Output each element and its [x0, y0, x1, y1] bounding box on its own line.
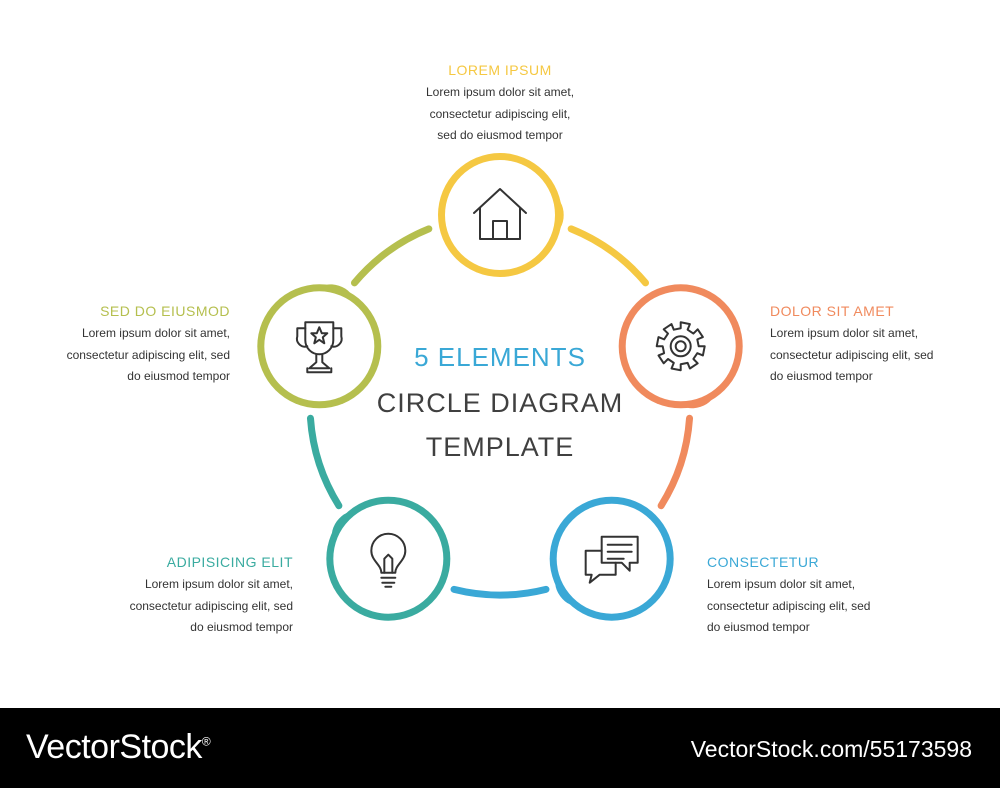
vectorstock-logo: VectorStock® [26, 728, 211, 767]
center-title: CIRCLE DIAGRAM [376, 388, 624, 418]
element-text-line: Lorem ipsum dolor sit amet, [144, 577, 293, 591]
node-face [333, 503, 444, 614]
node-face [625, 291, 736, 402]
chat-bubbles-icon [584, 535, 639, 584]
element-node-left [257, 284, 382, 409]
element-title: CONSECTETUR [707, 554, 820, 570]
element-node-right [618, 284, 743, 409]
element-text-line: do eiusmod tempor [707, 620, 810, 634]
element-label-bottom-left: ADIPISICING ELIT Lorem ipsum dolor sit a… [83, 553, 293, 639]
light-bulb-icon [370, 532, 407, 588]
node-face [445, 160, 555, 270]
element-label-right: DOLOR SIT AMET Lorem ipsum dolor sit ame… [770, 302, 980, 388]
connector-arc [657, 414, 694, 510]
element-label-top: LOREM IPSUM Lorem ipsum dolor sit amet, … [350, 61, 650, 147]
watermark-footer: VectorStock® VectorStock.com/55173598 [0, 708, 1000, 788]
element-label-bottom-right: CONSECTETUR Lorem ipsum dolor sit amet, … [707, 553, 917, 639]
element-text-line: Lorem ipsum dolor sit amet, [770, 326, 919, 340]
element-node-top [438, 153, 564, 277]
trophy-icon [295, 321, 343, 374]
element-text-line: do eiusmod tempor [770, 369, 873, 383]
element-title: LOREM IPSUM [448, 62, 552, 78]
element-title: DOLOR SIT AMET [770, 303, 895, 319]
registered-mark: ® [201, 734, 211, 749]
element-text-line: do eiusmod tempor [127, 369, 230, 383]
element-text-line: consectetur adipiscing elit, sed [770, 347, 934, 362]
center-subtitle: TEMPLATE [425, 432, 575, 462]
connector-arc [567, 225, 650, 287]
element-text-line: consectetur adipiscing elit, [429, 106, 571, 121]
connector-arc [350, 225, 433, 287]
element-nodes [257, 153, 743, 621]
connector-arcs [306, 225, 694, 599]
element-text-line: consectetur adipiscing elit, sed [66, 347, 230, 362]
element-title: ADIPISICING ELIT [166, 554, 293, 570]
element-text-line: sed do eiusmod tempor [437, 128, 563, 142]
element-node-bottom-left [326, 496, 451, 621]
circle-diagram [257, 153, 743, 621]
logo-text: VectorStock [26, 728, 202, 766]
house-icon [473, 188, 527, 240]
element-text-line: Lorem ipsum dolor sit amet, [707, 577, 856, 591]
gear-icon [655, 321, 706, 372]
element-node-bottom-right [549, 496, 674, 621]
element-text-line: do eiusmod tempor [190, 620, 293, 634]
element-text-line: Lorem ipsum dolor sit amet, [81, 326, 230, 340]
element-text-line: Lorem ipsum dolor sit amet, [425, 85, 575, 99]
connector-arc [450, 585, 550, 599]
element-label-left: SED DO EIUSMOD Lorem ipsum dolor sit ame… [20, 302, 230, 388]
element-title: SED DO EIUSMOD [100, 303, 230, 319]
element-text-line: consectetur adipiscing elit, sed [129, 598, 293, 613]
connector-arc [306, 414, 343, 510]
node-face [264, 291, 375, 402]
center-title-count: 5 ELEMENTS [414, 342, 586, 372]
image-reference: VectorStock.com/55173598 [690, 736, 972, 762]
element-text-line: consectetur adipiscing elit, sed [707, 598, 871, 613]
